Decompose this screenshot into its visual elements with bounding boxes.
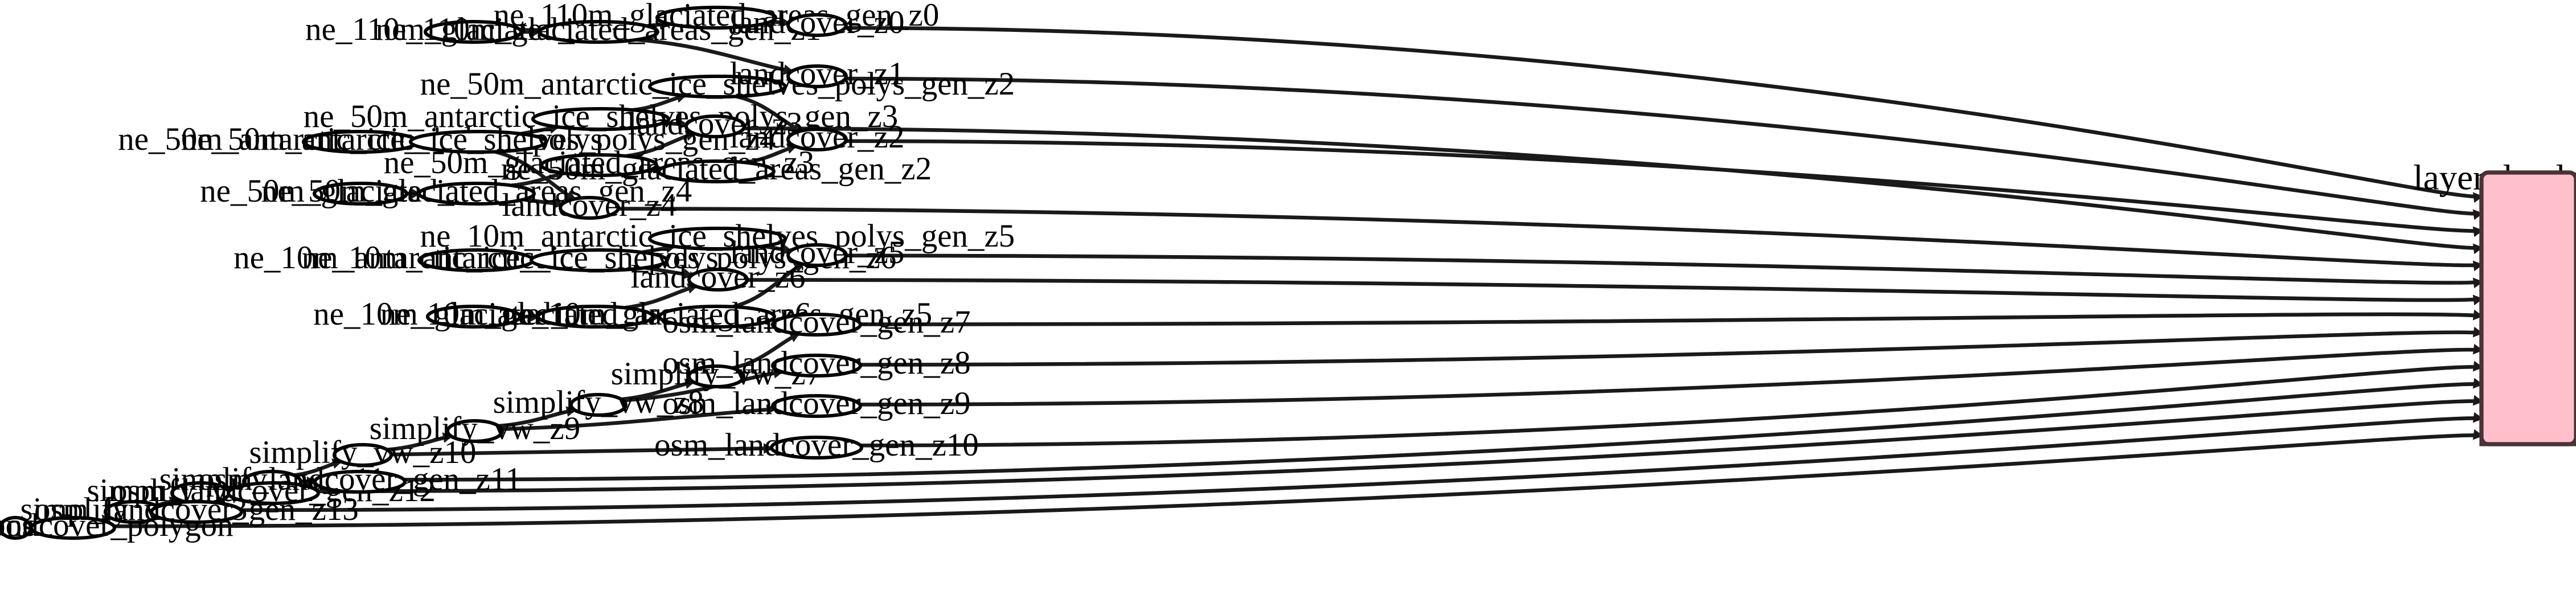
node-shape-osm_landcover_gen_z8 xyxy=(771,354,863,378)
node-shape-ne_50m_antarctic_ice_shelves_polys_gen_z2 xyxy=(648,75,787,99)
node-shape-ne_10m_glaciated_areas_gen_z5 xyxy=(658,305,777,329)
node-shape-ne_10m_glaciated_areas_gen_z6 xyxy=(536,305,655,329)
node-shape-simplify_vw_z9 xyxy=(446,419,504,443)
node-shape-ne_50m_glaciated_areas_gen_z2 xyxy=(657,159,776,183)
node-landcover_z2[interactable]: landcover_z2 xyxy=(729,119,904,155)
edge-ne_110m_glaciated_areas_gen_z1-to-landcover_z1 xyxy=(637,38,793,73)
edge-arrowhead xyxy=(763,443,774,454)
edge-landcover_z6-to-layer_landcover-z6 xyxy=(746,278,2482,302)
node-shape-ne_110m_glaciated_areas_gen_z1 xyxy=(538,20,660,44)
edge-landcover_z1-to-layer_landcover-z1 xyxy=(845,76,2482,216)
edge-arrowhead xyxy=(2472,395,2484,406)
node-shape-landcover_z4 xyxy=(559,196,620,220)
edge-arrowhead xyxy=(2472,309,2484,321)
node-shape-osm_landcover_gen_z10 xyxy=(769,436,863,460)
edge-arrowhead xyxy=(683,268,694,280)
edge-arrowhead xyxy=(2472,277,2484,289)
edge-ne_50m_glaciated_areas_gen_z3-to-landcover_z3 xyxy=(626,132,695,158)
edge-simplify_vw_z10-to-simplify_vw_z9 xyxy=(387,434,452,452)
edge-arrowhead xyxy=(2472,343,2484,355)
node-shape-osm_landcover_gen_z12 xyxy=(227,481,321,505)
node-shape-imposm3 xyxy=(0,516,32,540)
edge-ne_50m_antarctic_ice_shelves_polys_gen_z4-to-landcover_z4 xyxy=(494,150,576,201)
node-shape-ne_10m_antarctic_ice_shelves_polys_gen_z6 xyxy=(530,248,669,272)
edge-arrowhead xyxy=(678,118,688,130)
edge-landcover_z4-to-layer_landcover-z4 xyxy=(618,207,2482,268)
node-ne_50m_antarctic_ice_shelves_polys_gen_z2[interactable]: ne_50m_antarctic_ice_shelves_polys_gen_z… xyxy=(420,66,1015,102)
edge-arrowhead xyxy=(766,404,777,415)
edge-osm_landcover_gen_z10-to-layer_landcover-z10 xyxy=(860,365,2482,448)
edge-simplify_vw_z10-to-osm_landcover_gen_z10 xyxy=(391,446,772,457)
node-shape-osm_landcover_gen_z9 xyxy=(771,394,863,418)
node-shape-ne_50m_glaciated_areas_gen_z4 xyxy=(417,182,536,206)
edge-arrowhead xyxy=(780,17,791,28)
edge-arrowhead xyxy=(2472,226,2484,237)
node-ne_10m_antarctic_ice_shelves_polys_gen_z5[interactable]: ne_10m_antarctic_ice_shelves_polys_gen_z… xyxy=(420,218,1015,254)
node-shape-ne_50m_glaciated_areas xyxy=(313,182,408,206)
edge-landcover_z3-to-layer_landcover-z3 xyxy=(744,126,2482,250)
edge-arrowhead xyxy=(306,476,317,487)
edge-arrowhead xyxy=(782,244,793,255)
edge-arrowhead xyxy=(2472,429,2484,440)
edge-arrowhead xyxy=(2472,326,2484,338)
edge-arrowhead xyxy=(2472,209,2484,220)
edge-osm_landcover_polygon-to-layer_landcover-z14+ xyxy=(114,433,2482,528)
node-shape-simplify_vw_z7 xyxy=(687,364,746,388)
node-shape-ne_10m_glaciated_areas xyxy=(426,305,522,329)
edge-arrowhead xyxy=(2472,260,2484,272)
node-shape-ne_10m_antarctic_ice_shelves_polys_gen_z5 xyxy=(648,227,787,251)
edge-simplify_vw_z9-to-osm_landcover_gen_z9 xyxy=(502,407,775,431)
edge-arrowhead xyxy=(2472,360,2484,372)
edge-arrowhead xyxy=(411,188,421,199)
node-shape-ne_110m_glaciated_areas xyxy=(424,20,523,44)
node-shape-simplify_vw_z8 xyxy=(569,393,628,417)
edge-arrowhead xyxy=(2472,192,2484,203)
edge-arrowhead xyxy=(553,198,564,209)
node-shape-landcover_z2 xyxy=(786,128,848,151)
edge-osm_landcover_gen_z7-to-layer_landcover-z7 xyxy=(860,312,2482,326)
node-shape-ne_50m_antarctic_ice_shelves_polys_gen_z3 xyxy=(531,107,671,131)
edge-landcover_z0-to-layer_landcover-z0 xyxy=(844,26,2482,199)
edge-ne_10m_glaciated_areas_gen_z6-to-landcover_z6 xyxy=(624,284,697,310)
node-shape-landcover_z1 xyxy=(786,64,848,88)
edge-ne_10m_glaciated_areas_gen_z5-to-landcover_z5 xyxy=(732,262,804,309)
edge-arrowhead xyxy=(531,26,542,38)
edge-ne_50m_glaciated_areas_gen_z4-to-ne_50m_glaciated_areas_gen_z3 xyxy=(511,171,565,187)
edge-osm_landcover_gen_z8-to-layer_landcover-z8 xyxy=(860,330,2482,367)
node-shape-landcover_z6 xyxy=(687,268,749,292)
edge-arrowhead xyxy=(2472,294,2484,306)
node-shape-simplify_vw_z10 xyxy=(332,443,393,467)
edge-landcover_z2-to-layer_landcover-z2 xyxy=(846,139,2482,233)
node-shape-ne_50m_antarctic_ice_shelves_polys_gen_z4 xyxy=(408,130,548,154)
edge-osm_landcover_gen_z9-to-layer_landcover-z9 xyxy=(860,347,2482,407)
edge-landcover_z5-to-layer_landcover-z5 xyxy=(846,253,2482,285)
node-shape-landcover_z3 xyxy=(684,114,746,138)
node-shape-landcover_z5 xyxy=(786,243,848,267)
edge-osm_landcover_gen_z13-to-layer_landcover-z13 xyxy=(240,416,2482,512)
edge-arrowhead xyxy=(530,311,540,322)
node-shape-ne_50m_glaciated_areas_gen_z3 xyxy=(540,153,659,177)
node-shape-osm_landcover_gen_z7 xyxy=(771,313,863,337)
edge-arrowhead xyxy=(2472,412,2484,423)
node-shape-ne_110m_glaciated_areas_gen_z0 xyxy=(655,6,778,30)
edge-arrowhead xyxy=(2472,243,2484,255)
node-shape-landcover_z0 xyxy=(786,13,848,37)
edge-arrowhead xyxy=(2472,378,2484,389)
node-shape-osm_landcover_gen_z11 xyxy=(313,470,407,494)
edge-simplify_vw_z9-to-simplify_vw_z8 xyxy=(498,408,575,428)
edge-ne_50m_antarctic_ice_shelves_polys_gen_z3-to-ne_50m_antarctic_ice_shelves_polys_gen_z2 xyxy=(633,93,686,112)
node-shape-osm_landcover_polygon xyxy=(30,516,117,540)
node-layer: imposm3osm_landcover_polygonsimplify_vw_… xyxy=(0,0,1015,543)
node-shape-osm_landcover_gen_z13 xyxy=(149,500,243,524)
table-layer: layer_landcoverz0z1z2z3z4z5z6z7z8z9z10z1… xyxy=(2413,157,2576,453)
node-shape-ne_50m_antarctic_ice_shelves_polys xyxy=(302,130,420,154)
layer-table-border xyxy=(2479,170,2576,446)
edge-osm_landcover_gen_z12-to-layer_landcover-z12 xyxy=(317,399,2482,494)
edge-osm_landcover_gen_z11-to-layer_landcover-z11 xyxy=(404,382,2482,482)
node-shape-ne_10m_antarctic_ice_shelves_polys xyxy=(417,248,535,272)
